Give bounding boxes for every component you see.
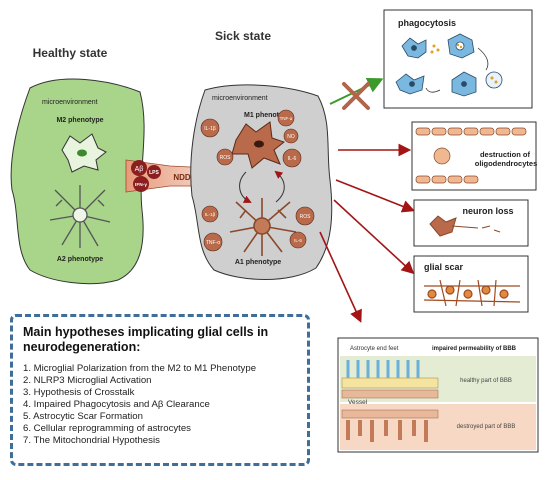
phagocytosis-cells — [395, 33, 503, 97]
blocked-cross-icon — [342, 82, 370, 110]
abeta-badge — [131, 160, 147, 176]
svg-text:ROS: ROS — [220, 155, 232, 161]
neuron-loss-label: neuron loss — [462, 206, 513, 216]
a2-phenotype-label: A2 phenotype — [57, 256, 103, 263]
destroyed-bbb-label: destroyed part of BBB — [457, 424, 516, 430]
phago-cycle-arrow-2 — [425, 87, 441, 93]
cytokine-il6-b: IL-6 — [289, 231, 307, 249]
lps-label: LPS — [149, 170, 159, 176]
hypotheses-box: Main hypotheses implicating glial cells … — [10, 314, 310, 466]
svg-text:TNF-α: TNF-α — [206, 240, 220, 246]
hypothesis-item: 6. Cellular reprogramming of astrocytes — [23, 423, 191, 434]
impaired-bbb-label: impaired permeability of BBB — [432, 346, 517, 352]
hypothesis-item: 5. Astrocytic Scar Formation — [23, 411, 143, 422]
cytokine-il6-a: IL-6 — [282, 148, 302, 168]
phago-cycle-arrow-1 — [477, 47, 489, 71]
hypotheses-title: Main hypotheses implicating glial cells … — [23, 325, 269, 354]
cytokine-il1b-b: IL-1β — [201, 205, 219, 223]
m2-microglia-cell — [61, 133, 107, 173]
neuron-loss-box — [413, 199, 529, 247]
hypothesis-item: 3. Hypothesis of Crosstalk — [23, 387, 135, 398]
vessel-label: Vessel — [348, 399, 368, 406]
arrow-to-glial-scar — [333, 199, 415, 275]
microenvironment-label-right: microenvironment — [212, 95, 268, 102]
svg-text:IL-6: IL-6 — [294, 238, 302, 243]
crosstalk-arrow-right — [274, 170, 285, 203]
phagocytosis-arrow — [329, 77, 384, 105]
a1-astrocyte-cell — [229, 198, 297, 256]
svg-text:IL-6: IL-6 — [288, 156, 297, 162]
healthy-state-heading: Healthy state — [33, 46, 108, 60]
svg-text:IL-1β: IL-1β — [205, 212, 216, 217]
cytokine-tnf-b: TNF-α — [203, 232, 223, 252]
microenvironment-label-left: microenvironment — [42, 99, 98, 106]
cytokine-tnf-a: TNF-α — [277, 109, 295, 127]
ndd-label: NDD — [173, 173, 191, 182]
astrocyte-end-feet-illustration — [341, 360, 439, 442]
glial-scar-illustration — [423, 279, 521, 307]
m2-phenotype-label: M2 phenotype — [56, 117, 103, 124]
svg-text:NO: NO — [287, 134, 295, 140]
hypothesis-item: 4. Impaired Phagocytosis and Aβ Clearanc… — [23, 399, 210, 410]
ifn-badge — [133, 176, 149, 192]
healthy-microenvironment — [10, 78, 145, 285]
hypotheses-list: 1. Microglial Polarization from the M2 t… — [23, 363, 297, 447]
svg-text:ROS: ROS — [300, 214, 312, 220]
a1-phenotype-label: A1 phenotype — [235, 259, 281, 266]
svg-text:TNF-α: TNF-α — [280, 116, 293, 121]
abeta-label: Aβ — [135, 166, 144, 173]
healthy-bbb-label: healthy part of BBB — [460, 378, 512, 384]
arrow-to-neuron-loss — [335, 179, 415, 213]
svg-text:IL-1β: IL-1β — [204, 126, 216, 132]
oligodendrocyte-illustration — [415, 127, 527, 184]
ifn-label: IFN-γ — [135, 182, 147, 188]
cytokine-no: NO — [283, 128, 299, 144]
astrocyte-end-feet-label: Astrocyte end feet — [350, 346, 399, 352]
glial-scar-box — [413, 255, 529, 313]
phagocytosis-label: phagocytosis — [398, 18, 456, 28]
crosstalk-arrow-left — [239, 171, 252, 203]
m1-phenotype-label: M1 phenotype — [244, 112, 291, 119]
hypothesis-item: 2. NLRP3 Microglial Activation — [23, 375, 152, 386]
a2-astrocyte-cell — [49, 185, 111, 248]
arrow-to-bbb — [319, 231, 362, 323]
m1-microglia-cell — [231, 121, 286, 169]
cytokine-ros-b: ROS — [295, 206, 315, 226]
glial-scar-label: glial scar — [424, 262, 464, 272]
hypothesis-item: 1. Microglial Polarization from the M2 t… — [23, 363, 257, 374]
sick-state-heading: Sick state — [215, 29, 271, 43]
abeta-particles — [430, 44, 498, 84]
destruction-label: destruction of oligodendrocytes — [475, 150, 538, 168]
lps-badge — [147, 165, 161, 179]
cytokine-ros-a: ROS — [216, 148, 234, 166]
cytokine-il1b-a: IL-1β — [200, 118, 220, 138]
hypothesis-item: 7. The Mitochondrial Hypothesis — [23, 435, 160, 446]
neuron-illustration — [429, 215, 501, 237]
